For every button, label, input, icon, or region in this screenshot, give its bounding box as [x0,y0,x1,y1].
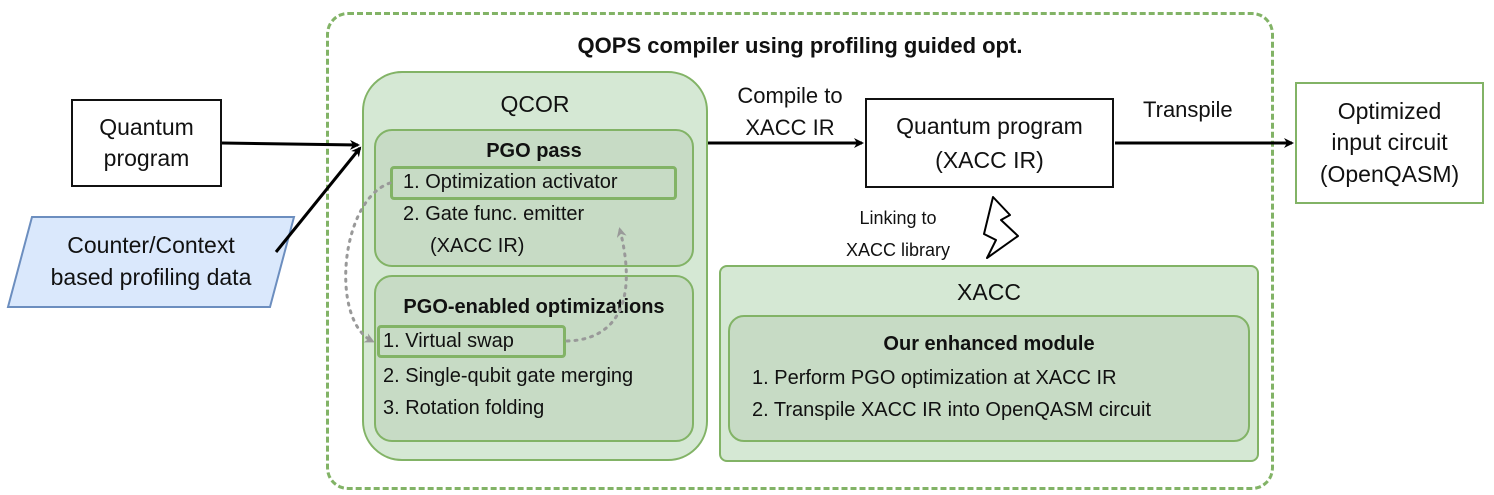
optimized-circuit-box: Optimized input circuit (OpenQASM) [1295,82,1484,204]
linking-line1: Linking to [859,208,937,228]
pgo-pass-item-3: (XACC IR) [430,235,525,257]
pgo-pass-item-2: 2. Gate func. emitter [403,203,585,225]
enhanced-module-item-2: 2. Transpile XACC IR into OpenQASM circu… [752,399,1152,421]
output-line2: input circuit [1331,129,1448,156]
linking-line2: XACC library [845,239,951,260]
dotted-swap-to-emitter [565,227,628,343]
diagram-title: QOPS compiler using profiling guided opt… [577,33,1023,58]
qops-compiler-container [326,12,1274,490]
xacc-label: XACC [957,279,1021,305]
compile-line2: XACC IR [745,114,835,140]
quantum-ir-line1: Quantum program [896,112,1083,139]
compile-label: Compile to XACC IR [715,80,865,144]
enhanced-module-item-1: 1. Perform PGO optimization at XACC IR [752,367,1117,389]
arrow-program-to-qcor [221,139,360,150]
profiling-data-label: Counter/Context based profiling data [6,229,296,293]
qcor-label: QCOR [500,91,570,117]
pgo-enabled-item-2: 2. Single-qubit gate merging [383,365,634,387]
quantum-program-line1: Quantum [99,113,194,140]
pgo-enabled-header: PGO-enabled optimizations [403,296,665,318]
profiling-data-line1: Counter/Context [67,232,235,258]
pgo-enabled-item-3: 3. Rotation folding [383,397,545,419]
output-line3: (OpenQASM) [1319,160,1460,187]
enhanced-module-box [728,315,1250,442]
quantum-program-line2: program [103,145,190,171]
pgo-pass-header: PGO pass [486,140,582,162]
arrow-profiling-to-qcor [274,146,362,253]
virtual-swap-highlight [377,325,566,358]
transpile-label: Transpile [1143,97,1233,122]
quantum-ir-box: Quantum program (XACC IR) [865,98,1114,188]
linking-label: Linking to XACC library [826,203,970,266]
quantum-ir-line2: (XACC IR) [935,147,1044,173]
pgo-enabled-item-1: 1. Virtual swap [383,330,514,352]
dotted-activator-to-swap [344,181,392,343]
compile-line1: Compile to [737,83,843,108]
pgo-pass-item-1: 1. Optimization activator [403,171,618,193]
profiling-data-shape [6,216,296,308]
lightning-bolt-icon [983,196,1019,259]
profiling-data-line2: based profiling data [50,264,252,291]
quantum-program-box: Quantum program [71,99,222,187]
pgo-enabled-box [374,275,694,442]
enhanced-module-header: Our enhanced module [883,333,1095,355]
output-line1: Optimized [1337,98,1442,125]
